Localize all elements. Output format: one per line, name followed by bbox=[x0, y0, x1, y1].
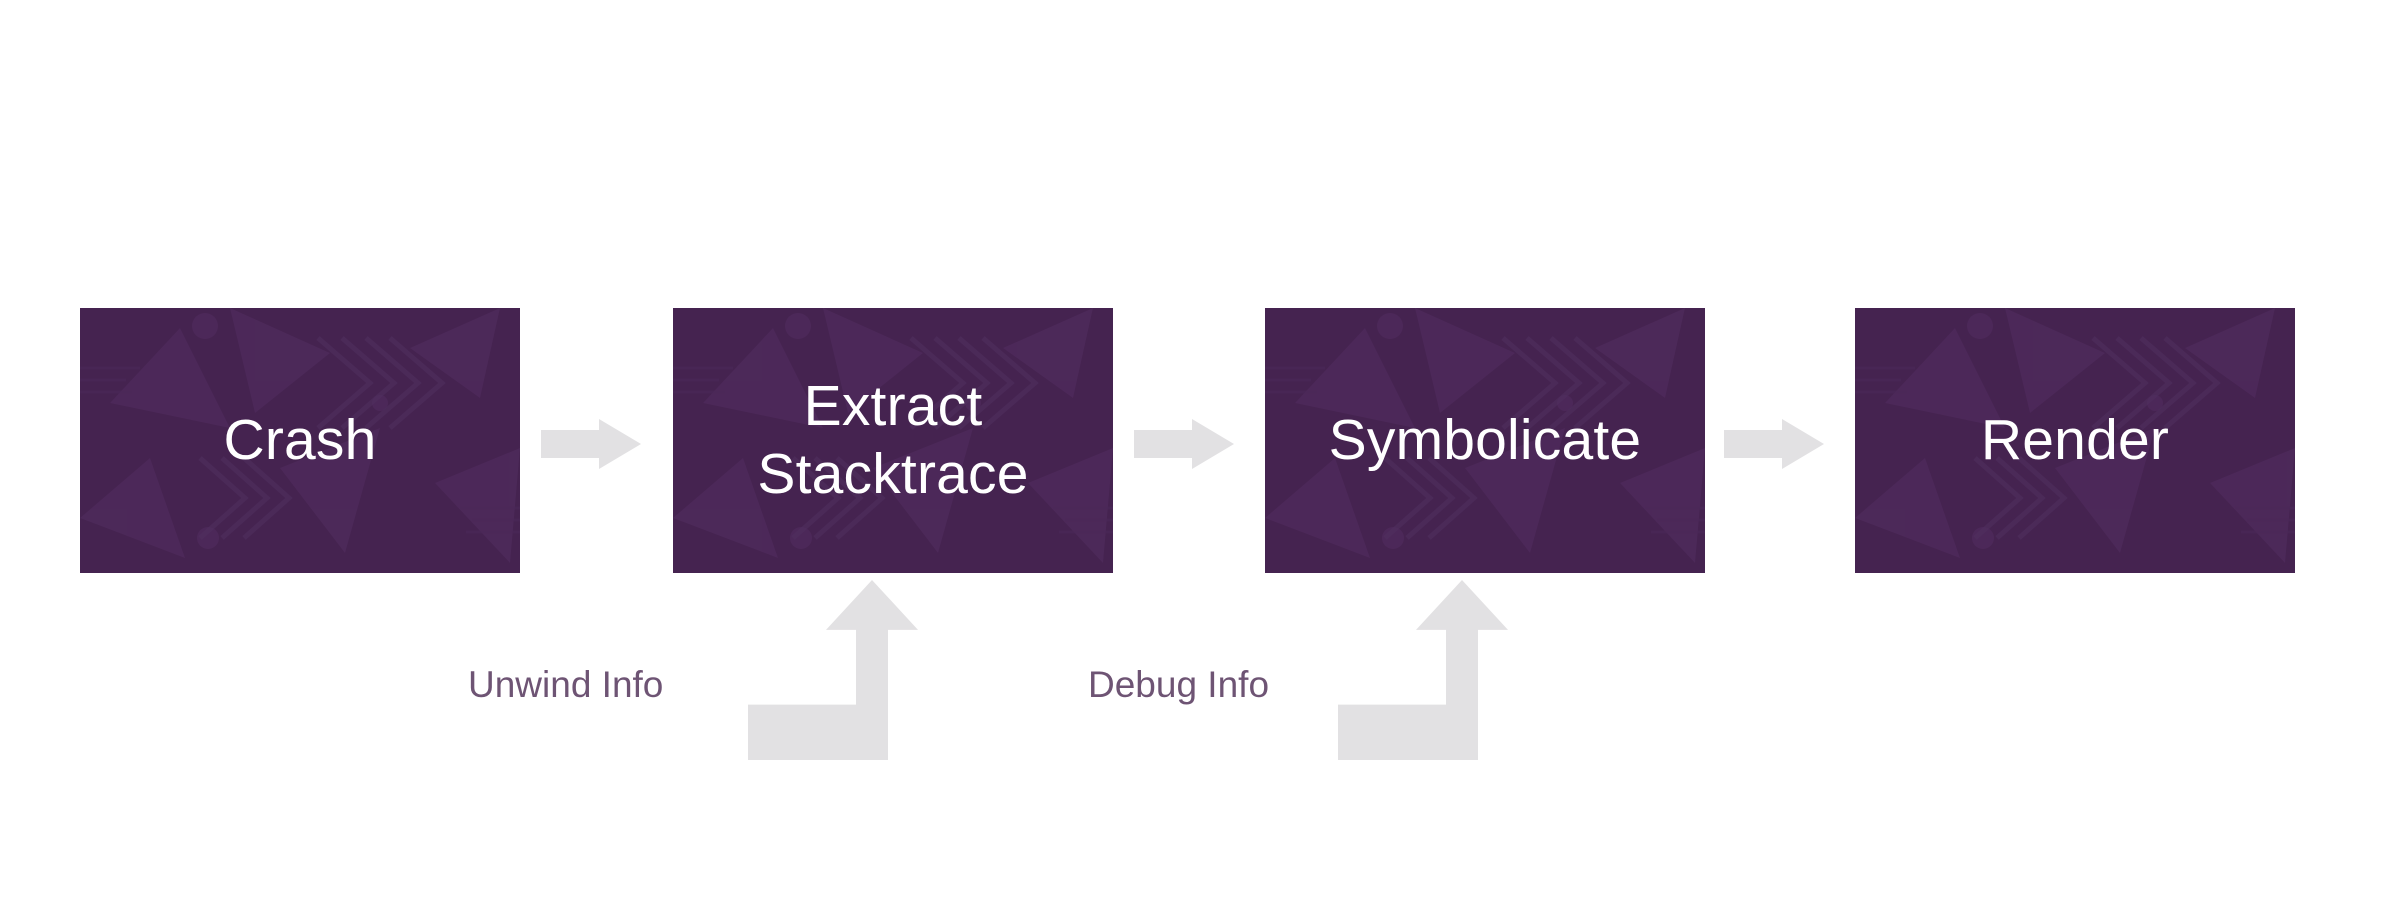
feed-arrow-debug-info-icon bbox=[1338, 580, 1508, 760]
process-box-label: Crash bbox=[223, 407, 377, 472]
feed-label-debug-info: Debug Info bbox=[1088, 664, 1270, 705]
process-box-label: Symbolicate bbox=[1328, 407, 1642, 472]
flow-arrow-right-icon bbox=[541, 419, 641, 469]
process-box-render[interactable]: Render bbox=[1855, 308, 2295, 573]
process-box-label: Extract Stacktrace bbox=[757, 374, 1029, 506]
process-box-symbolicate[interactable]: Symbolicate bbox=[1265, 308, 1705, 573]
flow-arrow-right-icon bbox=[1134, 419, 1234, 469]
flow-arrow-right-icon bbox=[1724, 419, 1824, 469]
process-box-crash[interactable]: Crash bbox=[80, 308, 520, 573]
feed-arrow-unwind-info-icon bbox=[748, 580, 918, 760]
process-box-extract-stacktrace[interactable]: Extract Stacktrace bbox=[673, 308, 1113, 573]
feed-label-unwind-info: Unwind Info bbox=[468, 664, 664, 705]
process-box-label: Render bbox=[1980, 407, 2170, 472]
